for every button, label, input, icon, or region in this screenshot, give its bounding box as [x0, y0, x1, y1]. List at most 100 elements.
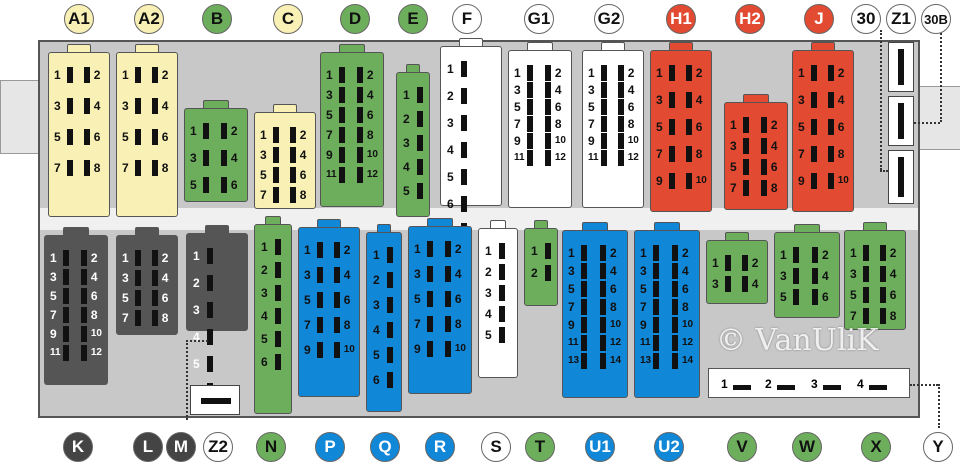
pin-label: 1	[122, 251, 129, 265]
pin-label: 1	[798, 66, 805, 80]
pin-label: 2	[554, 66, 562, 80]
pin-contact	[653, 353, 659, 369]
pin-label: 4	[889, 267, 897, 281]
pin-contact	[599, 299, 606, 315]
pin-contact	[617, 99, 624, 115]
pin-label: 8	[366, 128, 374, 142]
pin-label: 9	[414, 342, 421, 356]
pin-label: 12	[627, 152, 639, 163]
pin-contact	[275, 308, 281, 324]
pin-contact	[333, 292, 340, 308]
pin-label: 6	[454, 292, 462, 306]
pin-contact	[760, 159, 767, 175]
pin-contact	[387, 372, 393, 388]
pin-contact	[499, 327, 505, 343]
pin-label: 14	[609, 355, 622, 366]
pin-contact	[80, 345, 87, 361]
pin-contact	[601, 150, 607, 166]
legend-bar-4	[869, 385, 887, 390]
pin-label: 5	[403, 184, 410, 198]
fuse-z1[interactable]	[888, 96, 914, 146]
pin-contact	[879, 245, 886, 261]
pin-contact	[827, 173, 834, 189]
pin-contact	[203, 150, 209, 166]
pin-label: 2	[403, 112, 410, 126]
pin-label: 4	[193, 330, 200, 344]
label-m: M	[166, 432, 196, 462]
pin-contact	[275, 354, 281, 370]
pin-label: 4	[485, 307, 492, 321]
pin-contact	[63, 250, 69, 266]
connector-u2-latch	[653, 222, 681, 231]
pin-contact	[135, 129, 141, 145]
pin-contact	[581, 281, 587, 297]
pin-contact	[135, 310, 141, 326]
pin-contact	[427, 291, 433, 307]
z2-fuse-slot[interactable]	[190, 385, 240, 415]
fuse-30b[interactable]	[888, 150, 914, 204]
pin-contact	[67, 98, 73, 114]
pin-contact	[671, 245, 678, 261]
pin-label: 2	[447, 89, 454, 103]
pin-label: 1	[50, 251, 57, 265]
connector-g2-latch	[600, 42, 626, 51]
pin-contact	[83, 160, 90, 176]
label-w: W	[792, 432, 822, 462]
pin-contact	[151, 250, 158, 266]
fuse-30[interactable]	[888, 42, 914, 92]
pin-contact	[671, 263, 678, 279]
pin-label: 6	[93, 130, 101, 144]
pin-label: 5	[190, 178, 197, 192]
pin-label: 14	[681, 355, 694, 366]
pin-label: 10	[343, 344, 355, 355]
pin-contact	[653, 245, 659, 261]
pin-contact	[387, 247, 393, 263]
pin-label: 3	[193, 303, 200, 317]
pin-contact	[356, 107, 363, 123]
label-y: Y	[923, 432, 953, 462]
pin-label: 2	[889, 246, 897, 260]
pin-contact	[617, 65, 624, 81]
pin-label: 1	[260, 128, 267, 142]
pin-contact	[427, 266, 433, 282]
pin-label: 9	[588, 134, 595, 148]
legend-item-2: 2	[765, 377, 772, 391]
pin-contact	[63, 326, 69, 342]
pin-label: 6	[343, 293, 351, 307]
pin-contact	[417, 183, 423, 199]
pin-label: 4	[837, 93, 845, 107]
pin-label: 6	[554, 100, 562, 114]
connector-x-latch	[862, 222, 888, 231]
pin-label: 4	[161, 99, 169, 113]
pin-contact	[387, 272, 393, 288]
connector-j-latch	[810, 42, 836, 51]
label-b: B	[202, 4, 232, 34]
pin-contact	[760, 117, 767, 133]
